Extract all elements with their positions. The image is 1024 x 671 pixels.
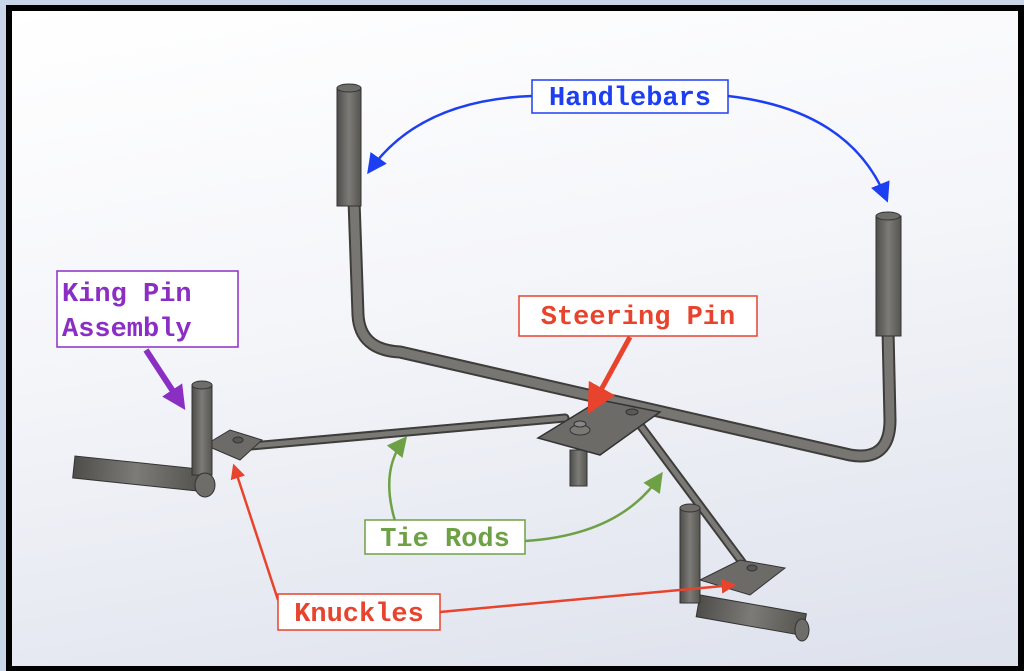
label-tie-rods: Tie Rods [364, 519, 526, 555]
right-knuckle [679, 503, 810, 642]
handlebar-frame [347, 193, 897, 463]
king-pin-arrow [143, 348, 186, 411]
handlebars-arrows [367, 94, 890, 203]
knuckles-arrows [230, 463, 737, 614]
steering-pin-arrow [587, 335, 633, 415]
right-grip [875, 211, 902, 337]
tie-rods-arrows [386, 436, 663, 543]
label-steering-pin: Steering Pin [518, 295, 758, 337]
king-pin-text-line1: King Pin [62, 280, 192, 310]
label-knuckles: Knuckles [277, 593, 441, 631]
tie-rods-text: Tie Rods [380, 525, 510, 555]
handlebars-text: Handlebars [549, 84, 711, 114]
knuckles-text: Knuckles [294, 600, 424, 630]
king-pin-text-line2: Assembly [62, 315, 192, 345]
left-grip [336, 83, 362, 207]
label-handlebars: Handlebars [531, 79, 729, 114]
label-king-pin-assembly: King Pin Assembly [56, 270, 239, 348]
steering-plate [536, 399, 662, 487]
steering-pin-text: Steering Pin [541, 303, 735, 333]
left-knuckle [72, 380, 263, 498]
tie-rods [235, 413, 747, 567]
